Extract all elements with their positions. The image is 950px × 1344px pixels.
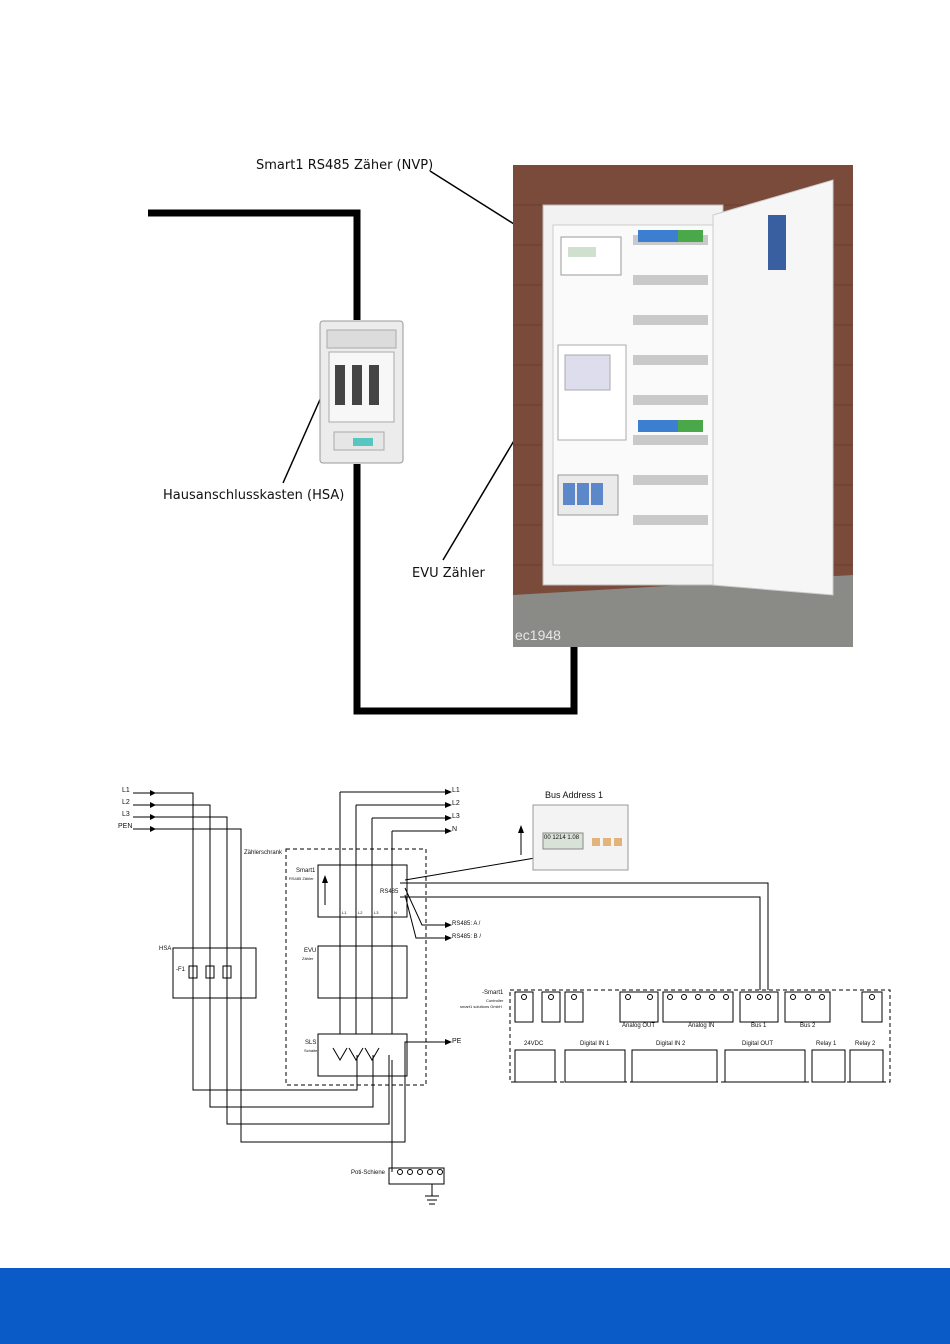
label-smart1-meter: Smart1 RS485 Zäher (NVP): [256, 158, 434, 173]
pe-label: PE: [452, 1038, 462, 1045]
cabinet-photo: ec1948: [513, 165, 853, 647]
group-digital-in2: Digital IN 2: [656, 1041, 686, 1047]
group-digital-out: Digital OUT: [742, 1041, 774, 1047]
group-relay2: Relay 2: [855, 1041, 876, 1047]
group-relay1: Relay 1: [816, 1041, 837, 1047]
group-24vdc: 24VDC: [524, 1041, 544, 1047]
controller-title: -Smart1: [482, 990, 504, 996]
label-hsa: Hausanschlusskasten (HSA): [163, 488, 345, 503]
rs485-a-label: RS485: A /: [452, 921, 481, 927]
evu-sublabel: Zähler: [302, 956, 314, 961]
input-l1: L1: [122, 787, 130, 794]
zaehlerschrank-label: Zählerschrank: [244, 850, 283, 856]
output-l3: L3: [452, 813, 460, 820]
group-analog-in: Analog IN: [688, 1023, 715, 1029]
bus-address-label: Bus Address 1: [545, 790, 604, 800]
input-l3: L3: [122, 811, 130, 818]
f1-label: -F1: [176, 967, 185, 973]
output-l1: L1: [452, 787, 460, 794]
poti-schiene-label: Poti-Schiene: [351, 1170, 386, 1176]
wiring-schematic: [133, 789, 891, 1205]
sls-label: SLS: [305, 1040, 317, 1046]
evu-label: EVU: [304, 948, 317, 954]
photo-watermark: ec1948: [515, 627, 561, 643]
smart1-terminal-l3: L3: [374, 910, 379, 915]
smart1-sublabel: RS485 Zähler: [289, 876, 314, 881]
smart1-terminal-l2: L2: [358, 910, 363, 915]
controller-sub1: Controller: [486, 998, 504, 1003]
footer-bar: [0, 1268, 950, 1344]
hsa-label: HSA: [159, 946, 172, 952]
input-l2: L2: [122, 799, 130, 806]
rs485-label: RS485: [380, 889, 399, 895]
label-evu-meter: EVU Zähler: [412, 566, 485, 581]
smart1-label: Smart1: [296, 868, 316, 874]
controller-sub2: smart1 solutions GmbH: [460, 1004, 502, 1009]
group-bus2: Bus 2: [800, 1023, 816, 1029]
sls-sublabel: Schalter: [304, 1048, 319, 1053]
group-analog-out: Analog OUT: [622, 1023, 656, 1029]
group-bus1: Bus 1: [751, 1023, 767, 1029]
output-l2: L2: [452, 800, 460, 807]
rs485-b-label: RS485: B /: [452, 934, 482, 940]
group-digital-in1: Digital IN 1: [580, 1041, 610, 1047]
hsa-box-illustration: [319, 320, 404, 464]
meter-display: 00 1214 1.08: [544, 835, 580, 841]
output-n: N: [452, 826, 458, 833]
smart1-terminal-l1: L1: [342, 910, 347, 915]
input-pen: PEN: [118, 823, 133, 830]
smart1-terminal-n: N: [394, 910, 397, 915]
